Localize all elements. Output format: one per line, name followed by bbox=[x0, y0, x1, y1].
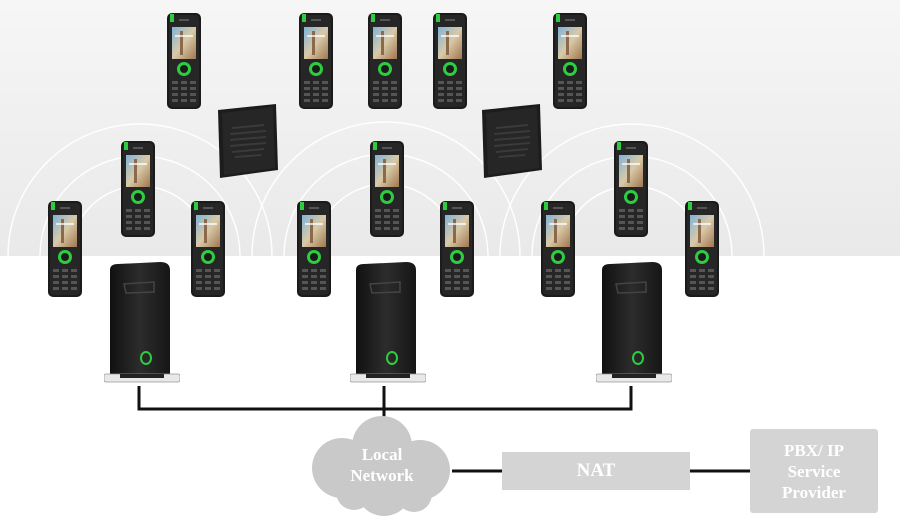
dect-base-station-icon bbox=[350, 262, 426, 383]
dect-handset-icon bbox=[191, 201, 225, 297]
dect-handset-icon bbox=[685, 201, 719, 297]
dect-base-station-icon bbox=[104, 262, 180, 383]
dect-handset-icon bbox=[433, 13, 467, 109]
dect-handset-icon bbox=[541, 201, 575, 297]
nat-box: NAT bbox=[502, 452, 690, 490]
dect-base-station-icon bbox=[596, 262, 672, 383]
dect-handset-icon bbox=[614, 141, 648, 237]
local-network-label: Local Network bbox=[330, 444, 434, 486]
dect-handset-icon bbox=[370, 141, 404, 237]
dect-handset-icon bbox=[297, 201, 331, 297]
dect-repeater-icon bbox=[218, 104, 278, 178]
pbx-label-line3: Provider bbox=[782, 482, 846, 502]
dect-handset-icon bbox=[368, 13, 402, 109]
dect-handset-icon bbox=[48, 201, 82, 297]
cloud-icon bbox=[312, 416, 450, 516]
dect-repeater-icon bbox=[482, 104, 542, 178]
cloud-label-line2: Network bbox=[350, 466, 414, 485]
pbx-label-line2: Service bbox=[787, 461, 841, 481]
dect-handset-icon bbox=[553, 13, 587, 109]
nat-label: NAT bbox=[576, 460, 616, 481]
dect-handset-icon bbox=[440, 201, 474, 297]
dect-handset-icon bbox=[121, 141, 155, 237]
cloud-label-line1: Local bbox=[361, 445, 403, 464]
pbx-label-line1: PBX/ IP bbox=[784, 440, 844, 460]
dect-handset-icon bbox=[299, 13, 333, 109]
dect-handset-icon bbox=[167, 13, 201, 109]
pbx-provider-box: PBX/ IP Service Provider bbox=[750, 429, 878, 513]
